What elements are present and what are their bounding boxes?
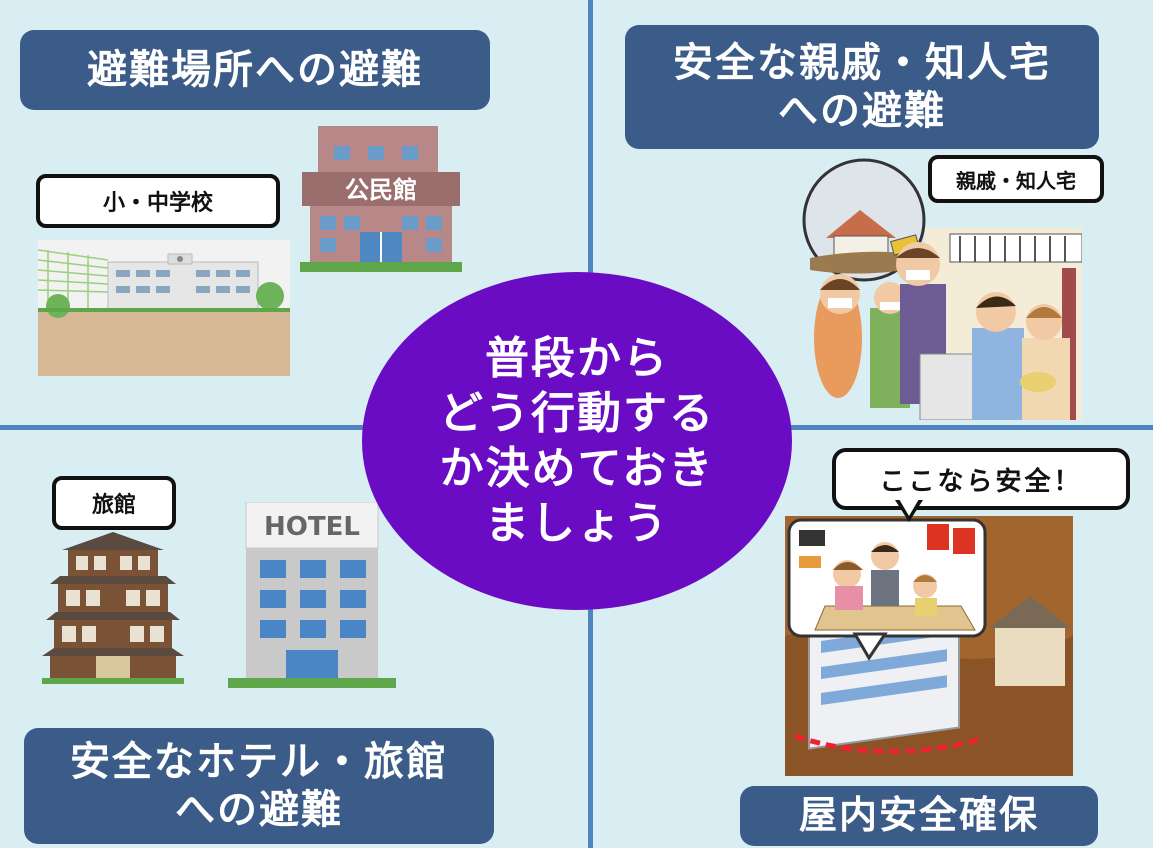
center-message-ellipse: 普段から どう行動する か決めておき ましょう	[362, 272, 792, 610]
speech-bubble-tail-inner	[899, 499, 919, 516]
label-school: 小・中学校	[36, 174, 280, 228]
hotel-sign: HOTEL	[264, 512, 360, 542]
label-relatives-house: 親戚・知人宅	[928, 155, 1104, 203]
title-indoor-safety: 屋内安全確保	[740, 786, 1098, 846]
speech-bubble-safe-here: ここなら安全！	[832, 448, 1130, 510]
school-illustration	[38, 240, 290, 376]
community-hall-illustration: 公民館	[300, 126, 462, 272]
relatives-house-illustration	[802, 158, 1082, 420]
title-evacuation-site: 避難場所への避難	[20, 30, 490, 110]
label-ryokan: 旅館	[52, 476, 176, 530]
indoor-safety-illustration	[785, 516, 1073, 776]
title-hotel-ryokan: 安全なホテル・旅館 への避難	[24, 728, 494, 844]
ryokan-illustration	[42, 532, 184, 684]
community-hall-sign: 公民館	[345, 176, 417, 204]
title-relatives-house: 安全な親戚・知人宅 への避難	[625, 25, 1099, 149]
hotel-illustration: HOTEL	[228, 502, 396, 688]
center-message: 普段から どう行動する か決めておき ましょう	[439, 333, 715, 549]
